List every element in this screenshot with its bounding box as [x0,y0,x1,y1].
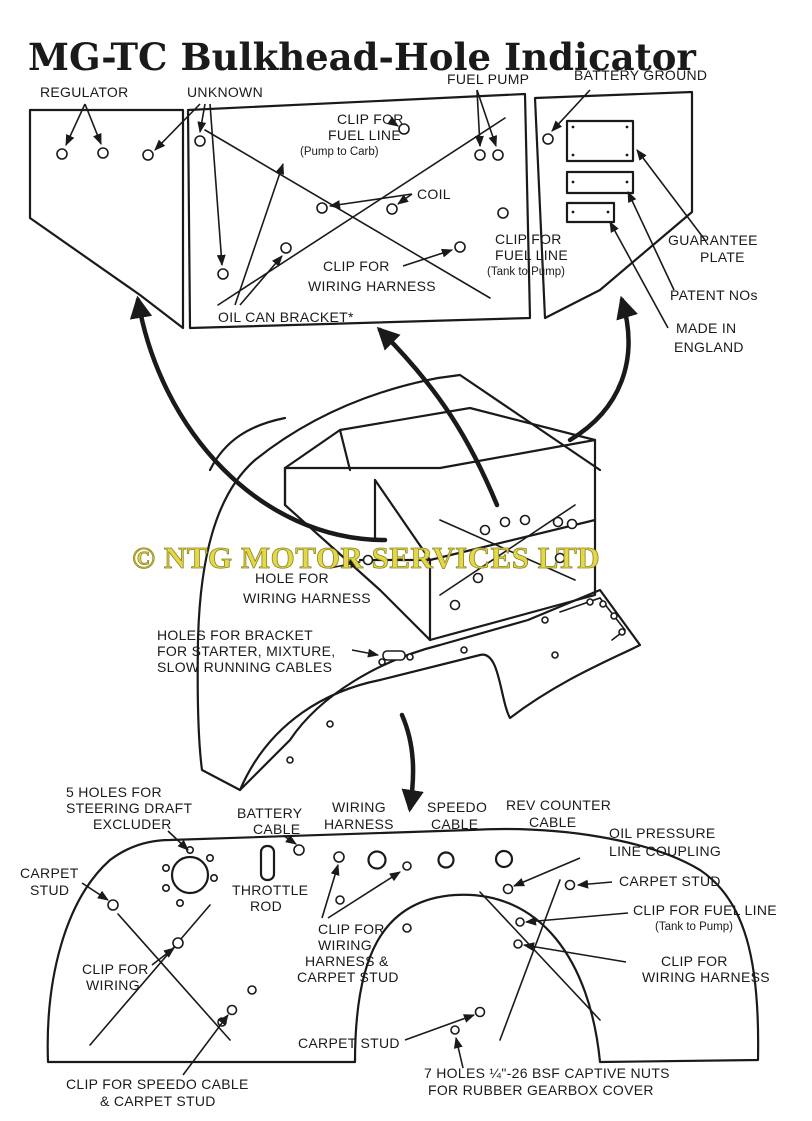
clip-speedo-label-2: & CARPET STUD [100,1093,216,1109]
oil-can-bracket-label: OIL CAN BRACKET* [218,309,354,325]
clip-wiring-hole [454,241,466,253]
bracket-slot [382,650,406,661]
speedo-cable-label-1: SPEEDO [427,799,487,815]
wiring-harness-label-1: WIRING [332,799,386,815]
hole-for-wiring-harness [362,554,374,566]
steering-label-2: STEERING DRAFT [66,800,192,816]
guarantee-plate [565,119,635,163]
battery-ground-hole [542,133,554,145]
rev-counter-cable-hole [494,849,514,869]
clip-fuel-line-label-1: CLIP FOR FUEL LINE [633,902,777,918]
clip-fuel-line-tp-label-3: (Tank to Pump) [487,266,565,278]
holes-bracket-label-1: HOLES FOR BRACKET [157,627,313,643]
steering-label-1: 5 HOLES FOR [66,784,162,800]
clip-speedo-label-1: CLIP FOR SPEEDO CABLE [66,1076,249,1092]
holes-bracket-label-2: FOR STARTER, MIXTURE, [157,643,335,659]
holes-bracket-label-3: SLOW RUNNING CABLES [157,659,332,675]
bottom-panel [46,827,760,1076]
clip-fuel-line-tp-label-2: FUEL LINE [495,247,568,263]
regulator-hole-1 [56,148,68,160]
coil-hole-2 [386,203,398,215]
patent-plate [565,170,635,195]
bulkhead-isometric [196,373,642,792]
clip-fuel-line-pc-label-2: FUEL LINE [328,127,401,143]
guarantee-label-1: GUARANTEE [668,232,758,248]
throttle-label-1: THROTTLE [232,882,308,898]
clip-wiring-center-label-2: WIRING [318,937,372,953]
made-in-label-1: MADE IN [676,320,736,336]
clip-wiring-center-label-3: HARNESS & [305,953,389,969]
top-center-panel [186,89,532,330]
clip-wiring-center-label-1: CLIP FOR [318,921,385,937]
unknown-hole-1 [194,135,206,147]
speedo-cable-hole [437,851,455,869]
coil-hole-1 [316,202,328,214]
made-in-label-2: ENGLAND [674,339,744,355]
diagram-title: MG-TC Bulkhead-Hole Indicator [28,35,696,79]
clip-fuel-line-tp-label-1: CLIP FOR [495,231,562,247]
hole-wiring-label-2: WIRING HARNESS [243,590,371,606]
throttle-rod-slot [259,844,276,882]
watermark: © NTG MOTOR SERVICES LTD [132,540,600,575]
oil-can-bracket-hole [280,242,292,254]
fuel-pump-hole-1 [474,149,486,161]
fuel-pump-hole-2 [492,149,504,161]
steering-label-3: EXCLUDER [93,816,172,832]
clip-wiring-left-label-1: CLIP FOR [82,961,149,977]
top-right-panel [533,89,706,329]
seven-holes-label-2: FOR RUBBER GEARBOX COVER [428,1082,654,1098]
unknown-label: UNKNOWN [187,84,263,100]
clip-wiring-label-2: WIRING HARNESS [308,278,436,294]
speedo-cable-label-2: CABLE [431,816,478,832]
clip-fuel-line-pc-label-1: CLIP FOR [337,111,404,127]
patent-label: PATENT NOs [670,287,758,303]
carpet-stud-bottom-label: CARPET STUD [298,1035,400,1051]
clip-wiring-center-label-4: CARPET STUD [297,969,399,985]
oil-pressure-label-1: OIL PRESSURE [609,825,716,841]
regulator-label: REGULATOR [40,84,129,100]
clip-fuel-line-label-2: (Tank to Pump) [655,921,733,933]
unknown-hole-left [142,149,154,161]
coil-label: COIL [417,186,451,202]
clip-wiring-left-label-2: WIRING [86,977,140,993]
rev-counter-label-2: CABLE [529,814,576,830]
carpet-stud-right-label: CARPET STUD [619,873,721,889]
seven-holes-label-1: 7 HOLES ¼"-26 BSF CAPTIVE NUTS [424,1065,670,1081]
rev-counter-label-1: REV COUNTER [506,797,611,813]
guarantee-label-2: PLATE [700,249,745,265]
clip-wiring-right-label-2: WIRING HARNESS [642,969,770,985]
battery-cable-label-2: CABLE [253,821,300,837]
clip-fuel-line-pc-hole [398,123,410,135]
carpet-stud-left-label-1: CARPET [20,865,79,881]
oil-pressure-label-2: LINE COUPLING [609,843,721,859]
regulator-hole-2 [97,147,109,159]
panel-pointer-arrows [129,295,638,813]
clip-wiring-label-1: CLIP FOR [323,258,390,274]
unknown-hole-2 [217,268,229,280]
battery-cable-label-1: BATTERY [237,805,303,821]
steering-draft-excluder-hole [170,855,210,895]
hole-wiring-label-1: HOLE FOR [255,570,329,586]
clip-fuel-line-tp-hole [497,207,509,219]
clip-fuel-line-pc-label-3: (Pump to Carb) [300,146,379,158]
wiring-harness-label-2: HARNESS [324,816,394,832]
wiring-harness-hole [367,850,387,870]
made-in-england-plate [565,201,616,224]
throttle-label-2: ROD [250,898,282,914]
battery-cable-hole [293,844,305,856]
fuel-pump-label: FUEL PUMP [447,71,529,87]
top-left-panel [28,103,201,330]
battery-ground-label: BATTERY GROUND [574,67,707,83]
clip-wiring-right-label-1: CLIP FOR [661,953,728,969]
carpet-stud-left-label-2: STUD [30,882,69,898]
